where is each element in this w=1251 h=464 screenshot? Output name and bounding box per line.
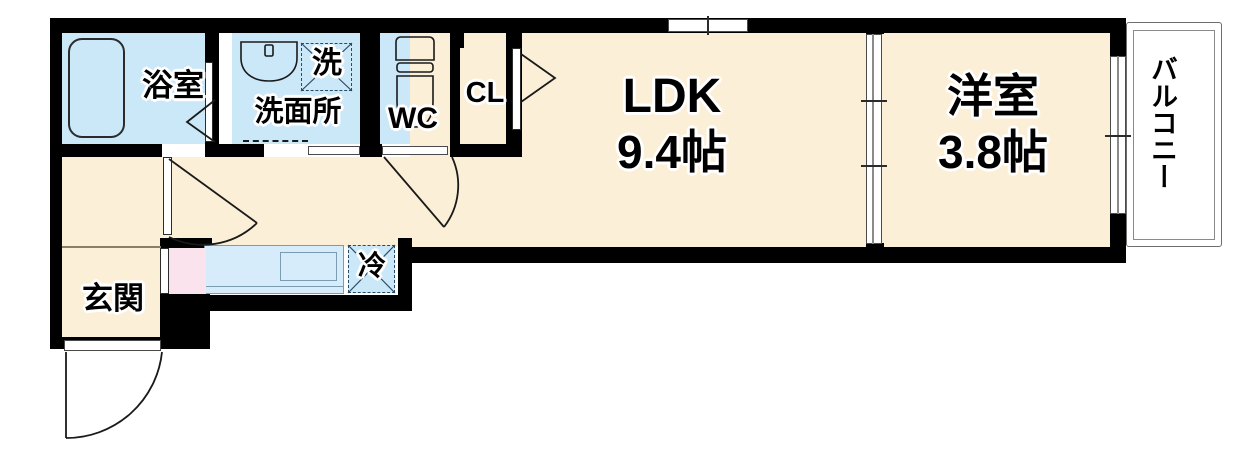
washroom-label: 洗面所 bbox=[254, 96, 342, 128]
ldk-window-mullion bbox=[707, 16, 709, 35]
ldk-western-sliding-door[interactable] bbox=[866, 34, 882, 244]
wall-cl-left-lower bbox=[450, 48, 460, 157]
hallway-fill bbox=[60, 157, 410, 247]
kitchen-sink-icon bbox=[280, 252, 337, 281]
wall-ldk-bottom-right bbox=[398, 247, 1112, 263]
washing-machine-cross bbox=[300, 42, 353, 92]
western-room-fill bbox=[880, 32, 1112, 247]
wc-door-threshold[interactable] bbox=[382, 146, 448, 155]
entrance-door-swing-icon bbox=[65, 351, 163, 439]
ldk-western-door-rail bbox=[872, 34, 874, 244]
wall-ldk-western-bottom bbox=[866, 243, 884, 263]
balcony-label: バルコニー bbox=[1147, 55, 1177, 190]
wall-top-outer bbox=[50, 18, 1126, 33]
refrigerator-label: 冷 bbox=[357, 250, 386, 281]
balcony-door-mark bbox=[1105, 135, 1131, 137]
wall-western-right-top bbox=[1110, 18, 1126, 58]
wash-basin-icon bbox=[240, 41, 298, 82]
ldk-size-label: 9.4帖 bbox=[617, 126, 727, 178]
western-room-size-label: 3.8帖 bbox=[938, 126, 1048, 178]
shoe-cabinet bbox=[168, 248, 206, 294]
washroom-door-opening[interactable] bbox=[308, 146, 360, 155]
wall-left-outer bbox=[50, 18, 62, 349]
toilet-icon bbox=[395, 36, 435, 128]
toilet-label: WC bbox=[388, 102, 438, 135]
wall-ldk-western-top bbox=[866, 18, 884, 34]
entrance-step-line bbox=[62, 246, 161, 248]
washroom-sliding-door[interactable] bbox=[243, 140, 308, 145]
wall-wetblock-bottom bbox=[50, 144, 162, 157]
shoe-cabinet-door bbox=[160, 248, 169, 294]
wall-wc-cl bbox=[450, 18, 464, 48]
wall-ldk-bottom bbox=[160, 295, 410, 311]
cl-door-swing-icon bbox=[520, 53, 557, 103]
kitchen-counter-front-edge bbox=[204, 286, 344, 294]
bathtub-icon bbox=[68, 38, 125, 138]
wall-western-right-bottom bbox=[1110, 212, 1126, 263]
entrance-fill bbox=[60, 247, 160, 347]
cl-door-leaf[interactable] bbox=[512, 48, 521, 130]
hallway-door-swing-icon bbox=[168, 158, 258, 246]
bath-label: 浴室 bbox=[142, 68, 204, 103]
wall-cl-bottom bbox=[450, 144, 522, 157]
entrance-door-icon[interactable] bbox=[64, 340, 161, 351]
hallway-door-leaf[interactable] bbox=[163, 157, 172, 235]
wall-kitchen-right bbox=[398, 238, 412, 311]
refrigerator-cross bbox=[347, 244, 396, 294]
washing-machine-label: 洗 bbox=[312, 47, 342, 80]
wall-washroom-wc bbox=[360, 18, 380, 157]
ldk-western-door-mark-2 bbox=[861, 165, 887, 167]
bath-door-swing-icon bbox=[185, 99, 216, 143]
closet-ldk-label: CL bbox=[465, 77, 505, 109]
ldk-western-door-mark-1 bbox=[861, 100, 887, 102]
entrance-label: 玄関 bbox=[82, 281, 144, 316]
wall-washroom-bottom bbox=[218, 144, 264, 157]
ldk-label: LDK bbox=[622, 70, 722, 123]
balcony-inner-outline bbox=[1133, 30, 1215, 240]
ldk-fill bbox=[410, 32, 870, 247]
wc-door-swing-icon bbox=[383, 156, 460, 228]
western-room-label: 洋室 bbox=[947, 70, 1039, 122]
